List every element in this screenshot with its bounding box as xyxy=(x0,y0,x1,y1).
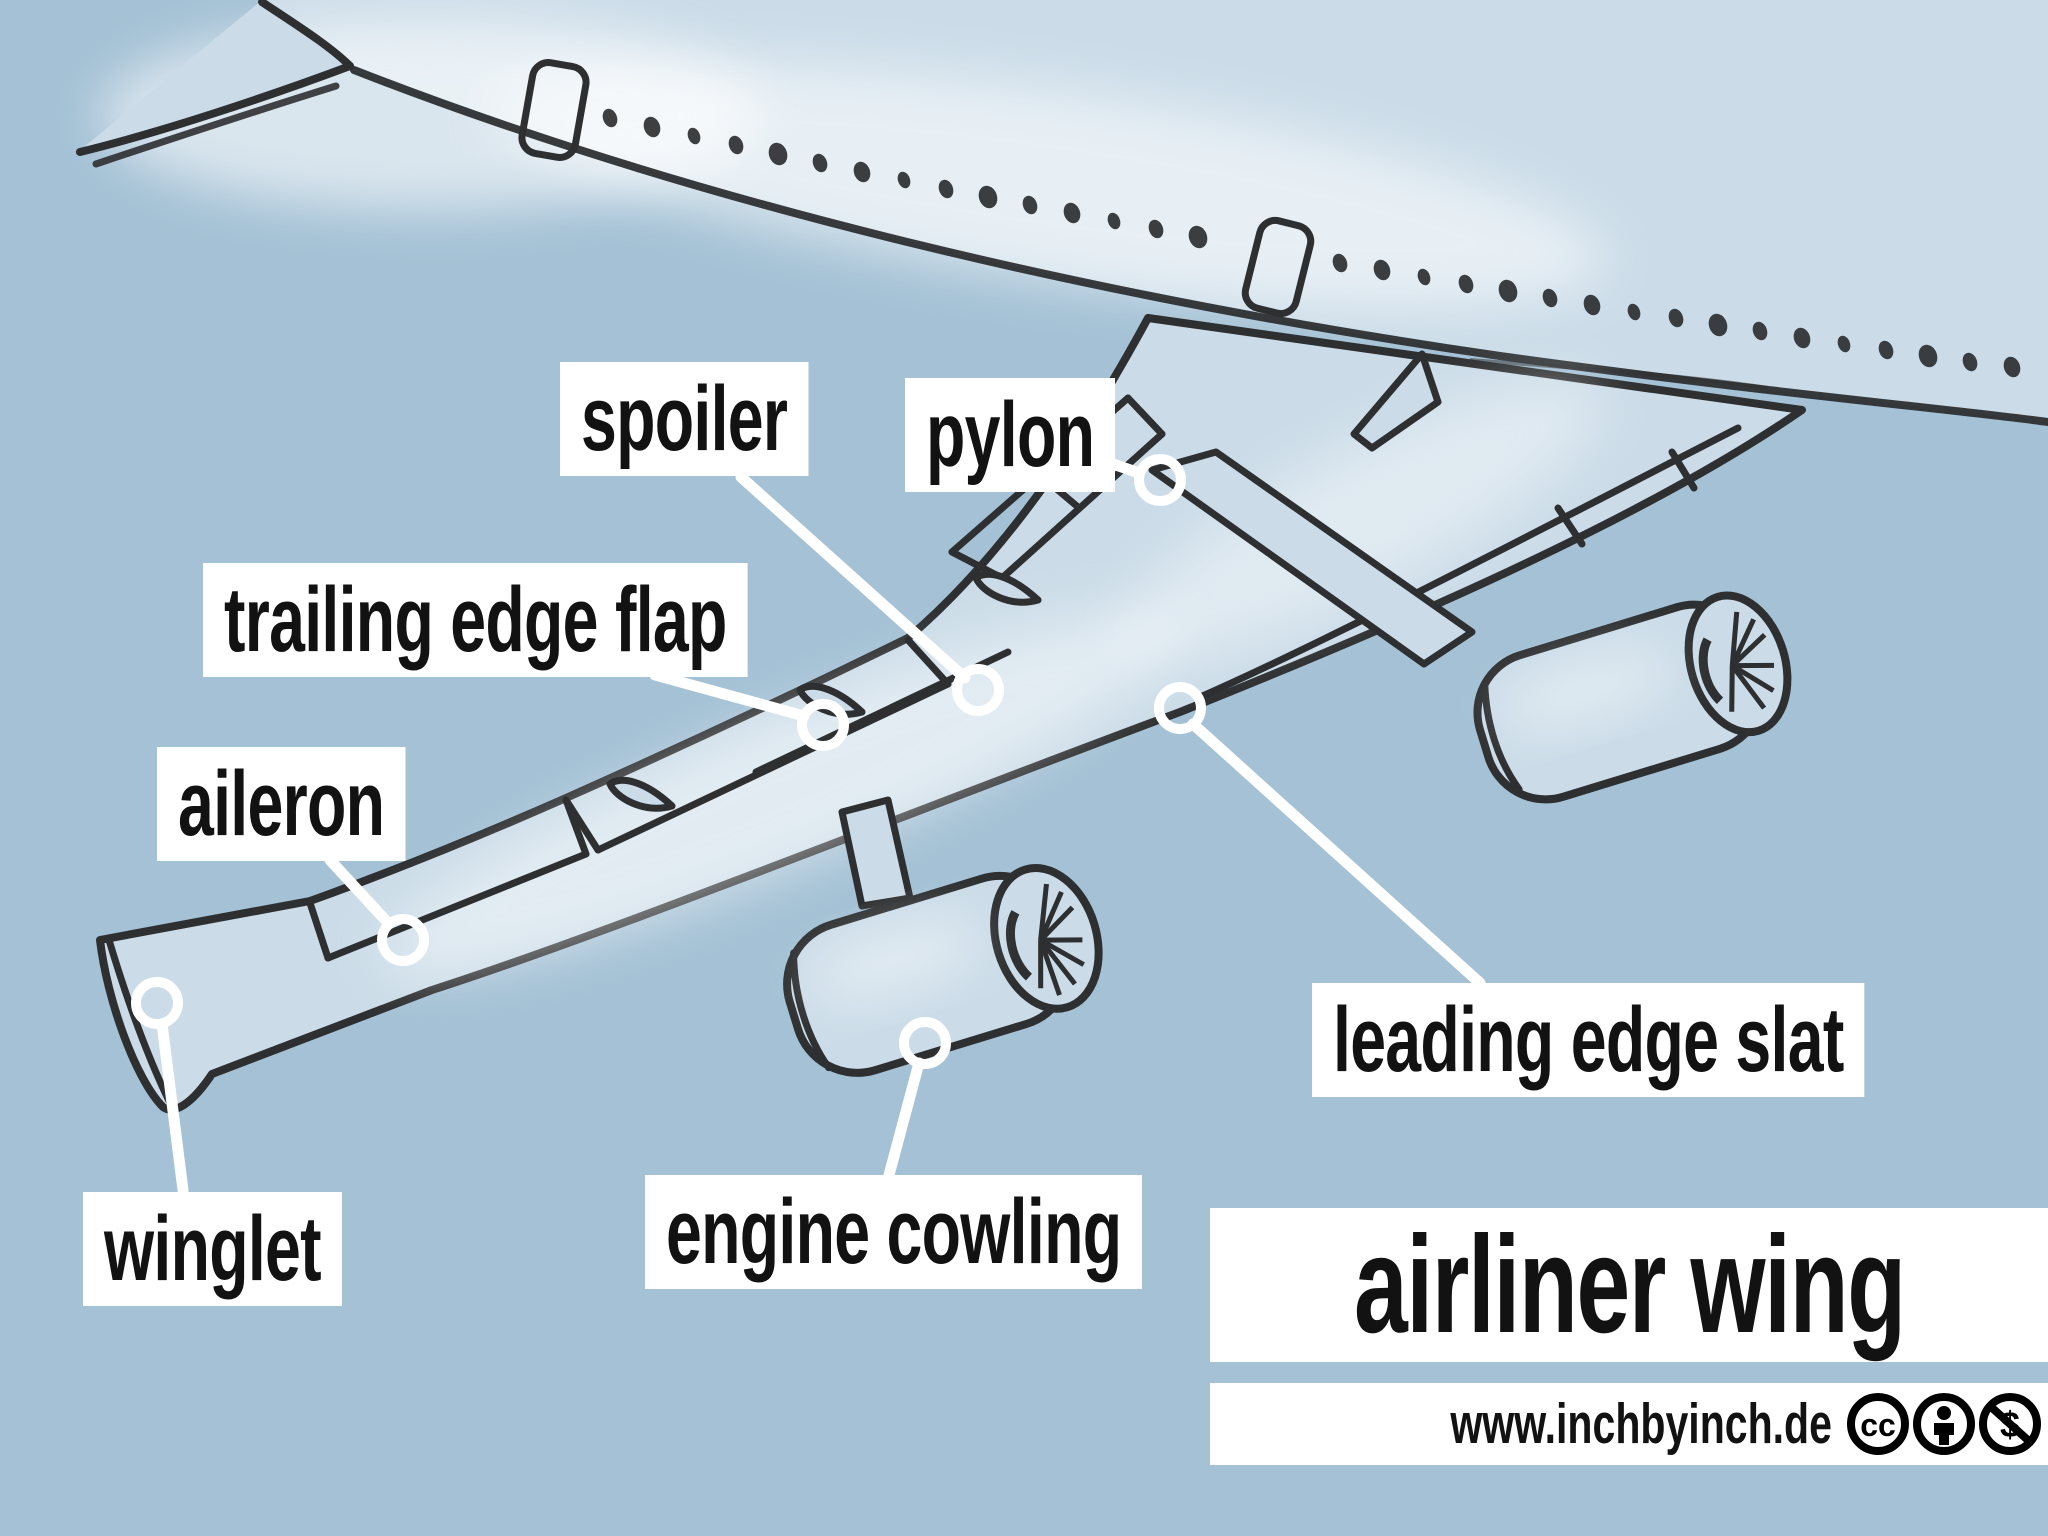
label-trailing-edge-flap: trailing edge flap xyxy=(203,563,748,677)
license-icons: cc $ xyxy=(1846,1392,2042,1456)
leader-trailing-edge-flap xyxy=(649,669,810,722)
far-wing-wedge xyxy=(76,0,354,168)
winglet-fold-line xyxy=(105,936,174,1107)
leader-leading-edge-slat xyxy=(1187,718,1486,989)
non-commercial-icon: $ xyxy=(1979,1393,2041,1455)
leader-engine-cowling xyxy=(883,1057,925,1181)
engine-right-fan xyxy=(1698,611,1775,712)
website-url: www.inchbyinch.de xyxy=(1450,1392,1832,1456)
leader-spoiler xyxy=(735,471,971,684)
fuselage xyxy=(100,0,2048,426)
door-mid xyxy=(1241,216,1315,318)
label-engine-cowling: engine cowling xyxy=(645,1175,1143,1289)
leader-aileron xyxy=(324,854,395,930)
label-spoiler: spoiler xyxy=(560,362,809,476)
engine-right-fin xyxy=(1350,350,1442,452)
label-leading-edge-slat: leading edge slat xyxy=(1312,983,1865,1097)
marker-aileron xyxy=(377,914,429,966)
label-winglet: winglet xyxy=(83,1192,342,1306)
diagram-title-box: airliner wing xyxy=(1210,1208,2048,1362)
marker-winglet xyxy=(131,977,183,1029)
fuselage-windows xyxy=(602,108,2021,378)
engine-center xyxy=(783,796,1103,1077)
marker-leading-edge-slat xyxy=(1154,682,1206,734)
engine-right-pylon xyxy=(1148,448,1476,668)
marker-trailing-edge-flap xyxy=(797,699,849,751)
label-aileron: aileron xyxy=(157,747,406,861)
marker-engine-cowling xyxy=(899,1017,951,1069)
engine-right xyxy=(1148,350,1792,804)
diagram-title: airliner wing xyxy=(1353,1207,1906,1362)
aileron-lines xyxy=(306,796,590,962)
fuselage-doors xyxy=(518,59,1315,318)
cc-icon: cc xyxy=(1847,1393,1909,1455)
svg-text:cc: cc xyxy=(1860,1407,1896,1443)
marker-pylon xyxy=(1134,454,1186,506)
label-pylon: pylon xyxy=(905,378,1116,492)
marker-spoiler xyxy=(952,664,1004,716)
attribution-icon xyxy=(1913,1393,1975,1455)
credit-strip: www.inchbyinch.de cc $ xyxy=(1210,1383,2048,1465)
engine-center-fan xyxy=(1005,883,1085,996)
leader-markers xyxy=(131,454,1206,1069)
door-front xyxy=(518,59,590,161)
leader-winglet xyxy=(156,1018,189,1196)
